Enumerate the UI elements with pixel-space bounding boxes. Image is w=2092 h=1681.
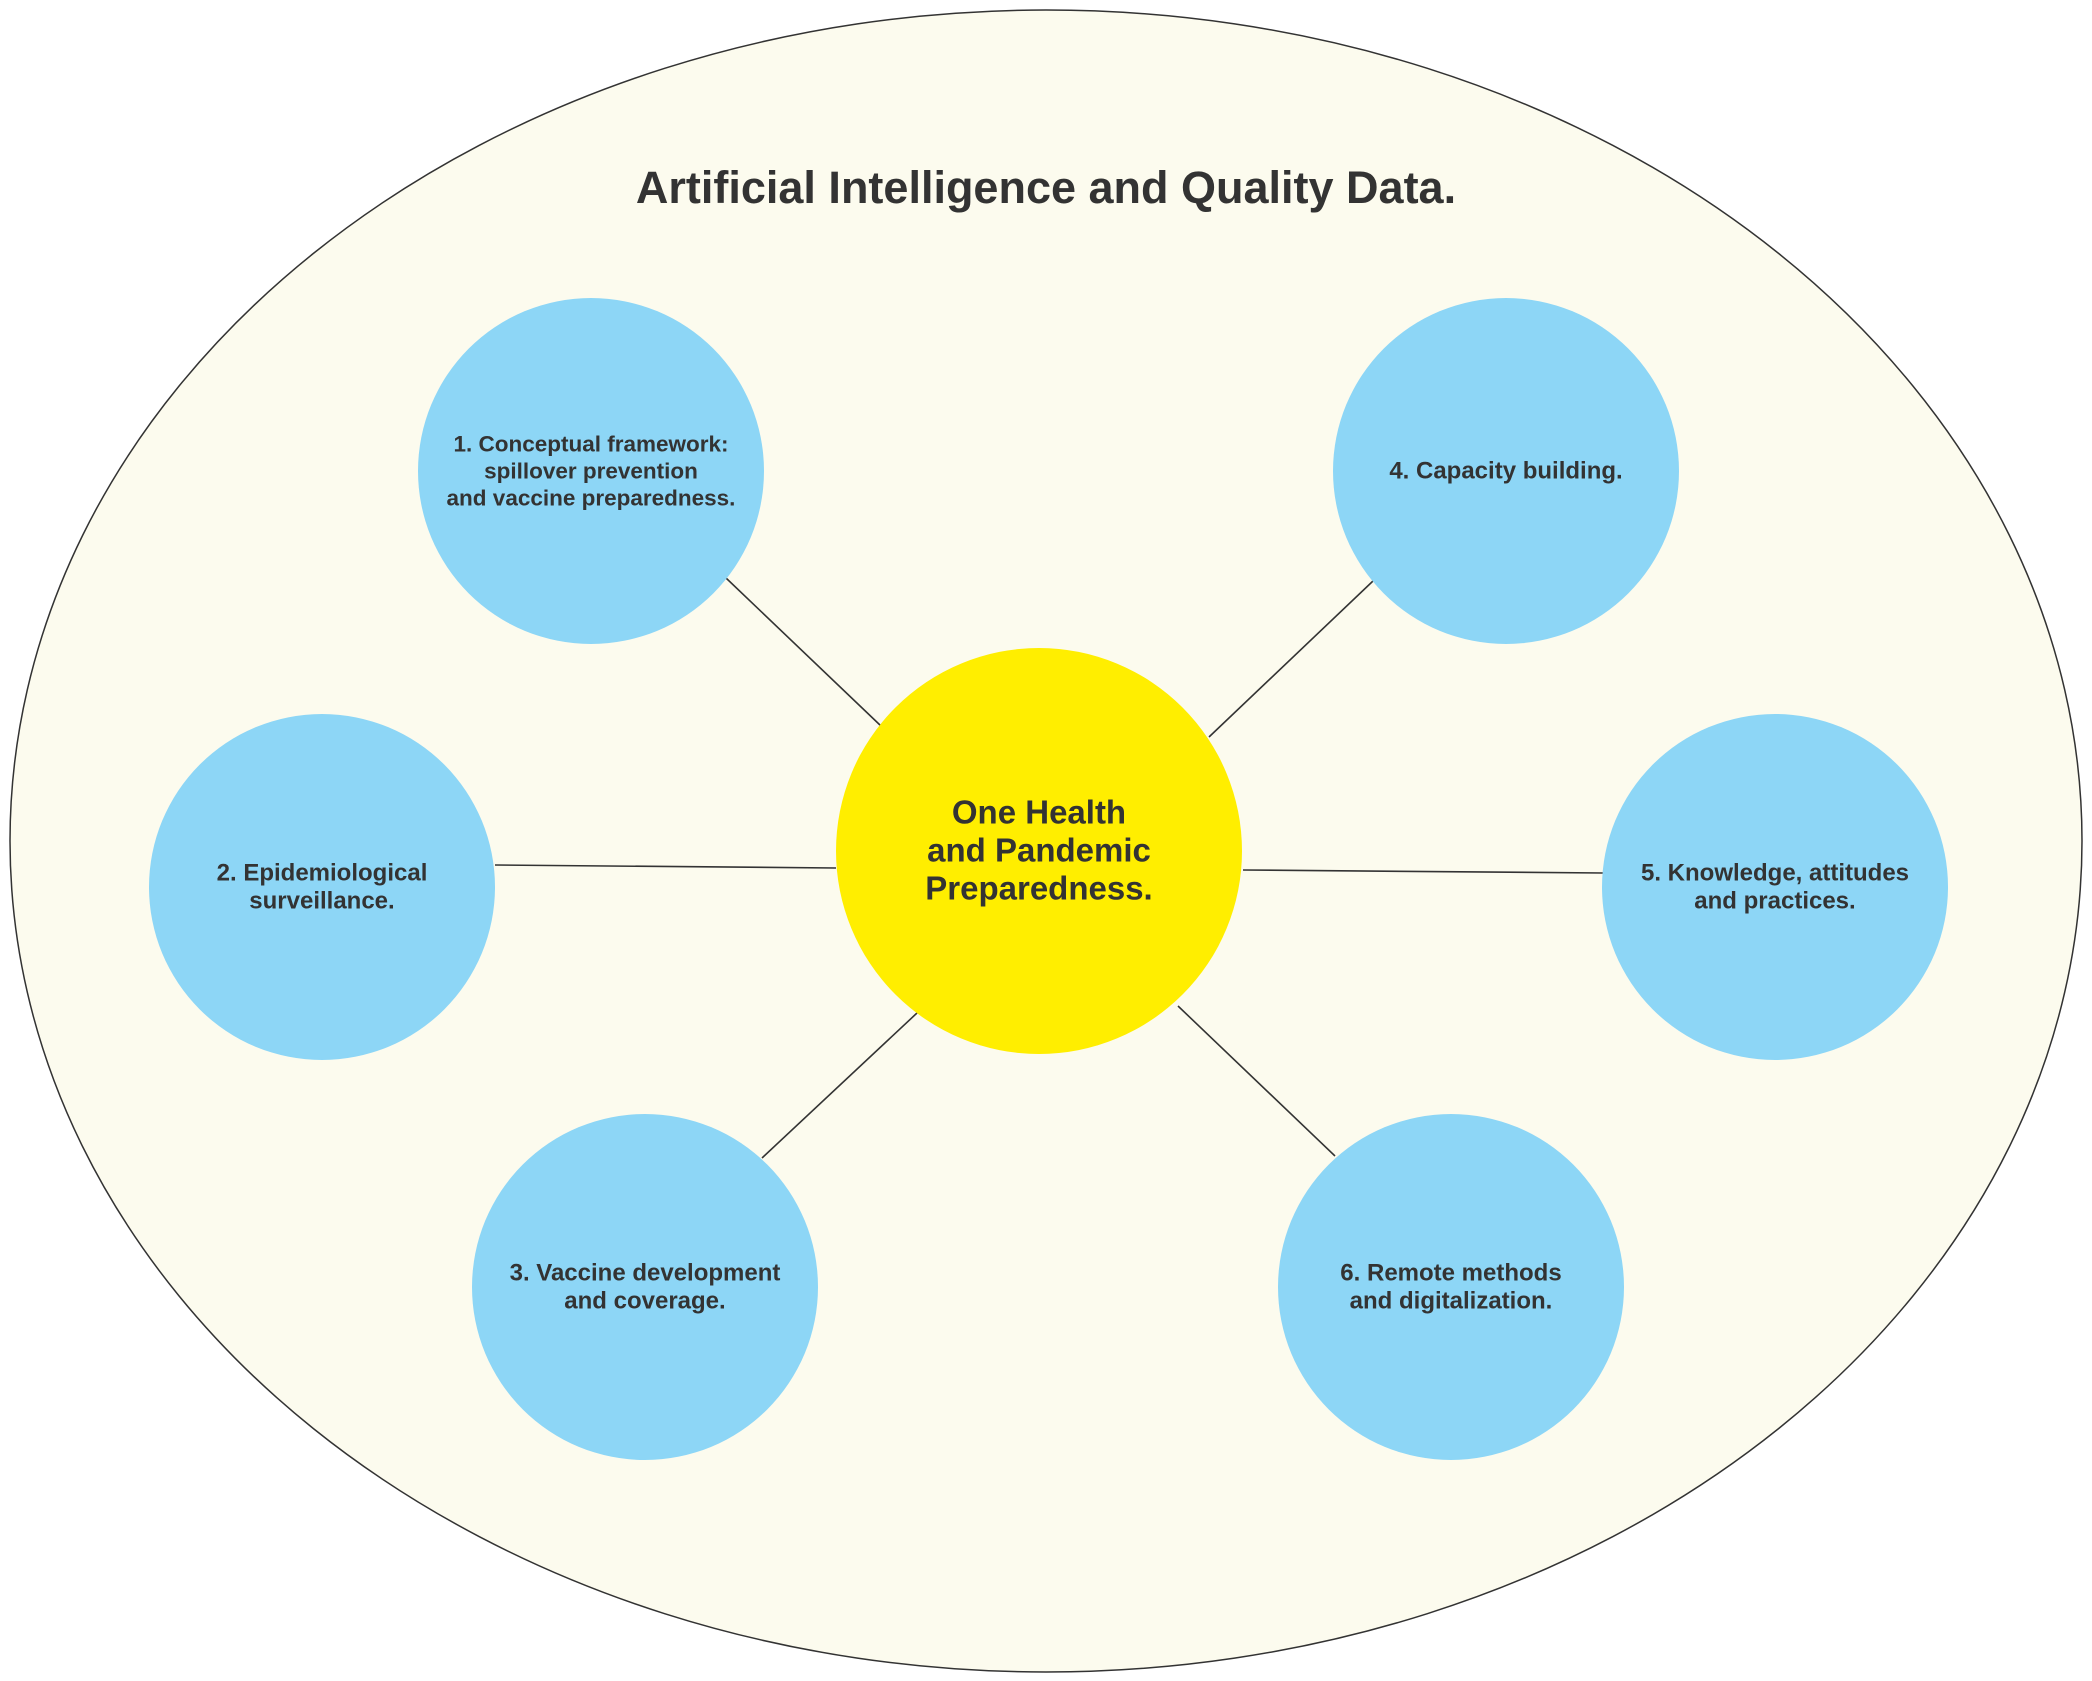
topic-node-1-label-line-2: spillover prevention [484,459,698,484]
topic-node-circle-2 [149,714,495,1060]
diagram-title: Artificial Intelligence and Quality Data… [636,162,1456,213]
center-circle [836,648,1242,1054]
topic-node-3-label-line-1: 3. Vaccine development [510,1260,781,1287]
topic-node-2-label-line-2: surveillance. [249,888,394,915]
connector-line-6 [1177,1005,1336,1157]
topic-node-6-label-line-2: and digitalization. [1350,1288,1553,1315]
connector-line-4 [1208,580,1374,738]
connector-line-5 [1242,869,1604,874]
topic-node-circle-6 [1278,1114,1624,1460]
topic-node-3-label-line-2: and coverage. [564,1288,725,1315]
center-label-line-3: Preparedness. [925,870,1152,907]
connector-line-1 [725,577,882,727]
topic-node-circle-5 [1602,714,1948,1060]
connector-line-2 [494,864,837,869]
center-label-line-2: and Pandemic [927,832,1151,869]
topic-nodes: 1. Conceptual framework:spillover preven… [149,298,1948,1460]
topic-node-5-label-line-1: 5. Knowledge, attitudes [1641,860,1909,887]
center-label-line-1: One Health [952,794,1126,831]
topic-node-circle-4 [1333,298,1679,644]
topic-node-1: 1. Conceptual framework:spillover preven… [418,298,764,644]
topic-node-2-label-line-1: 2. Epidemiological [217,860,428,887]
topic-node-5-label-line-2: and practices. [1694,888,1855,915]
topic-node-circle-3 [472,1114,818,1460]
connector-line-3 [761,1012,918,1159]
topic-node-1-label-line-1: 1. Conceptual framework: [453,432,728,457]
topic-node-6-label-line-1: 6. Remote methods [1340,1260,1561,1287]
connectors [494,577,1604,1159]
topic-node-1-label-line-3: and vaccine preparedness. [447,486,736,511]
topic-node-4: 4. Capacity building. [1333,298,1679,644]
topic-node-4-label-line-1: 4. Capacity building. [1389,458,1622,485]
topic-node-circle-1 [418,298,764,644]
